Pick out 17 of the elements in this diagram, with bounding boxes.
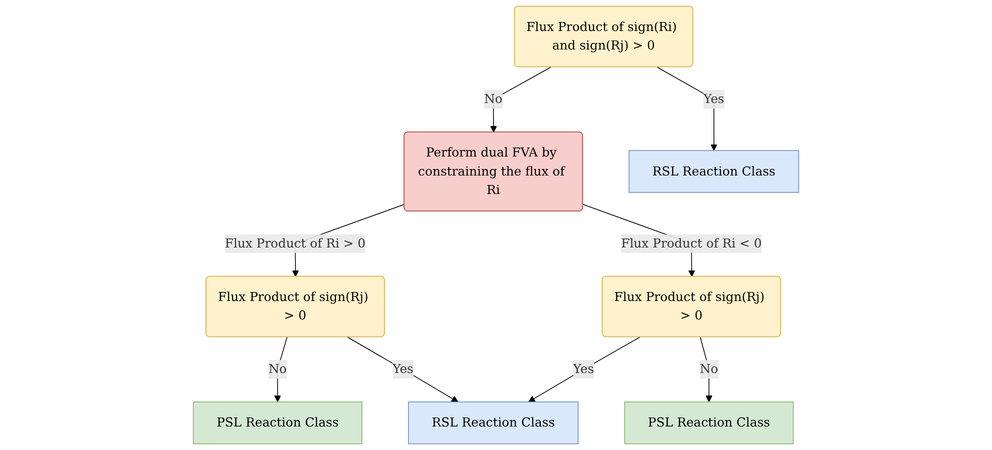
arrow bbox=[656, 66, 718, 151]
edge-label: No bbox=[700, 362, 718, 376]
edge-label: Yes bbox=[392, 362, 414, 376]
node-box: PSL Reaction Class bbox=[192, 402, 362, 444]
edge-label: Flux Product of Ri > 0 bbox=[224, 236, 366, 251]
node-box: RSL Reaction Class bbox=[408, 402, 578, 444]
edge-label: No bbox=[268, 362, 287, 376]
arrow bbox=[528, 336, 640, 402]
edge-label: Flux Product of Ri < 0 bbox=[621, 236, 762, 251]
arrow bbox=[347, 336, 458, 402]
arrow bbox=[490, 66, 552, 133]
edge-label: Yes bbox=[573, 362, 594, 376]
node-box: PSL Reaction Class bbox=[624, 402, 794, 444]
edge-label: No bbox=[484, 92, 502, 106]
edge-label: Yes bbox=[703, 92, 724, 106]
node-box: RSL Reaction Class bbox=[628, 150, 800, 193]
arrow bbox=[274, 336, 288, 402]
